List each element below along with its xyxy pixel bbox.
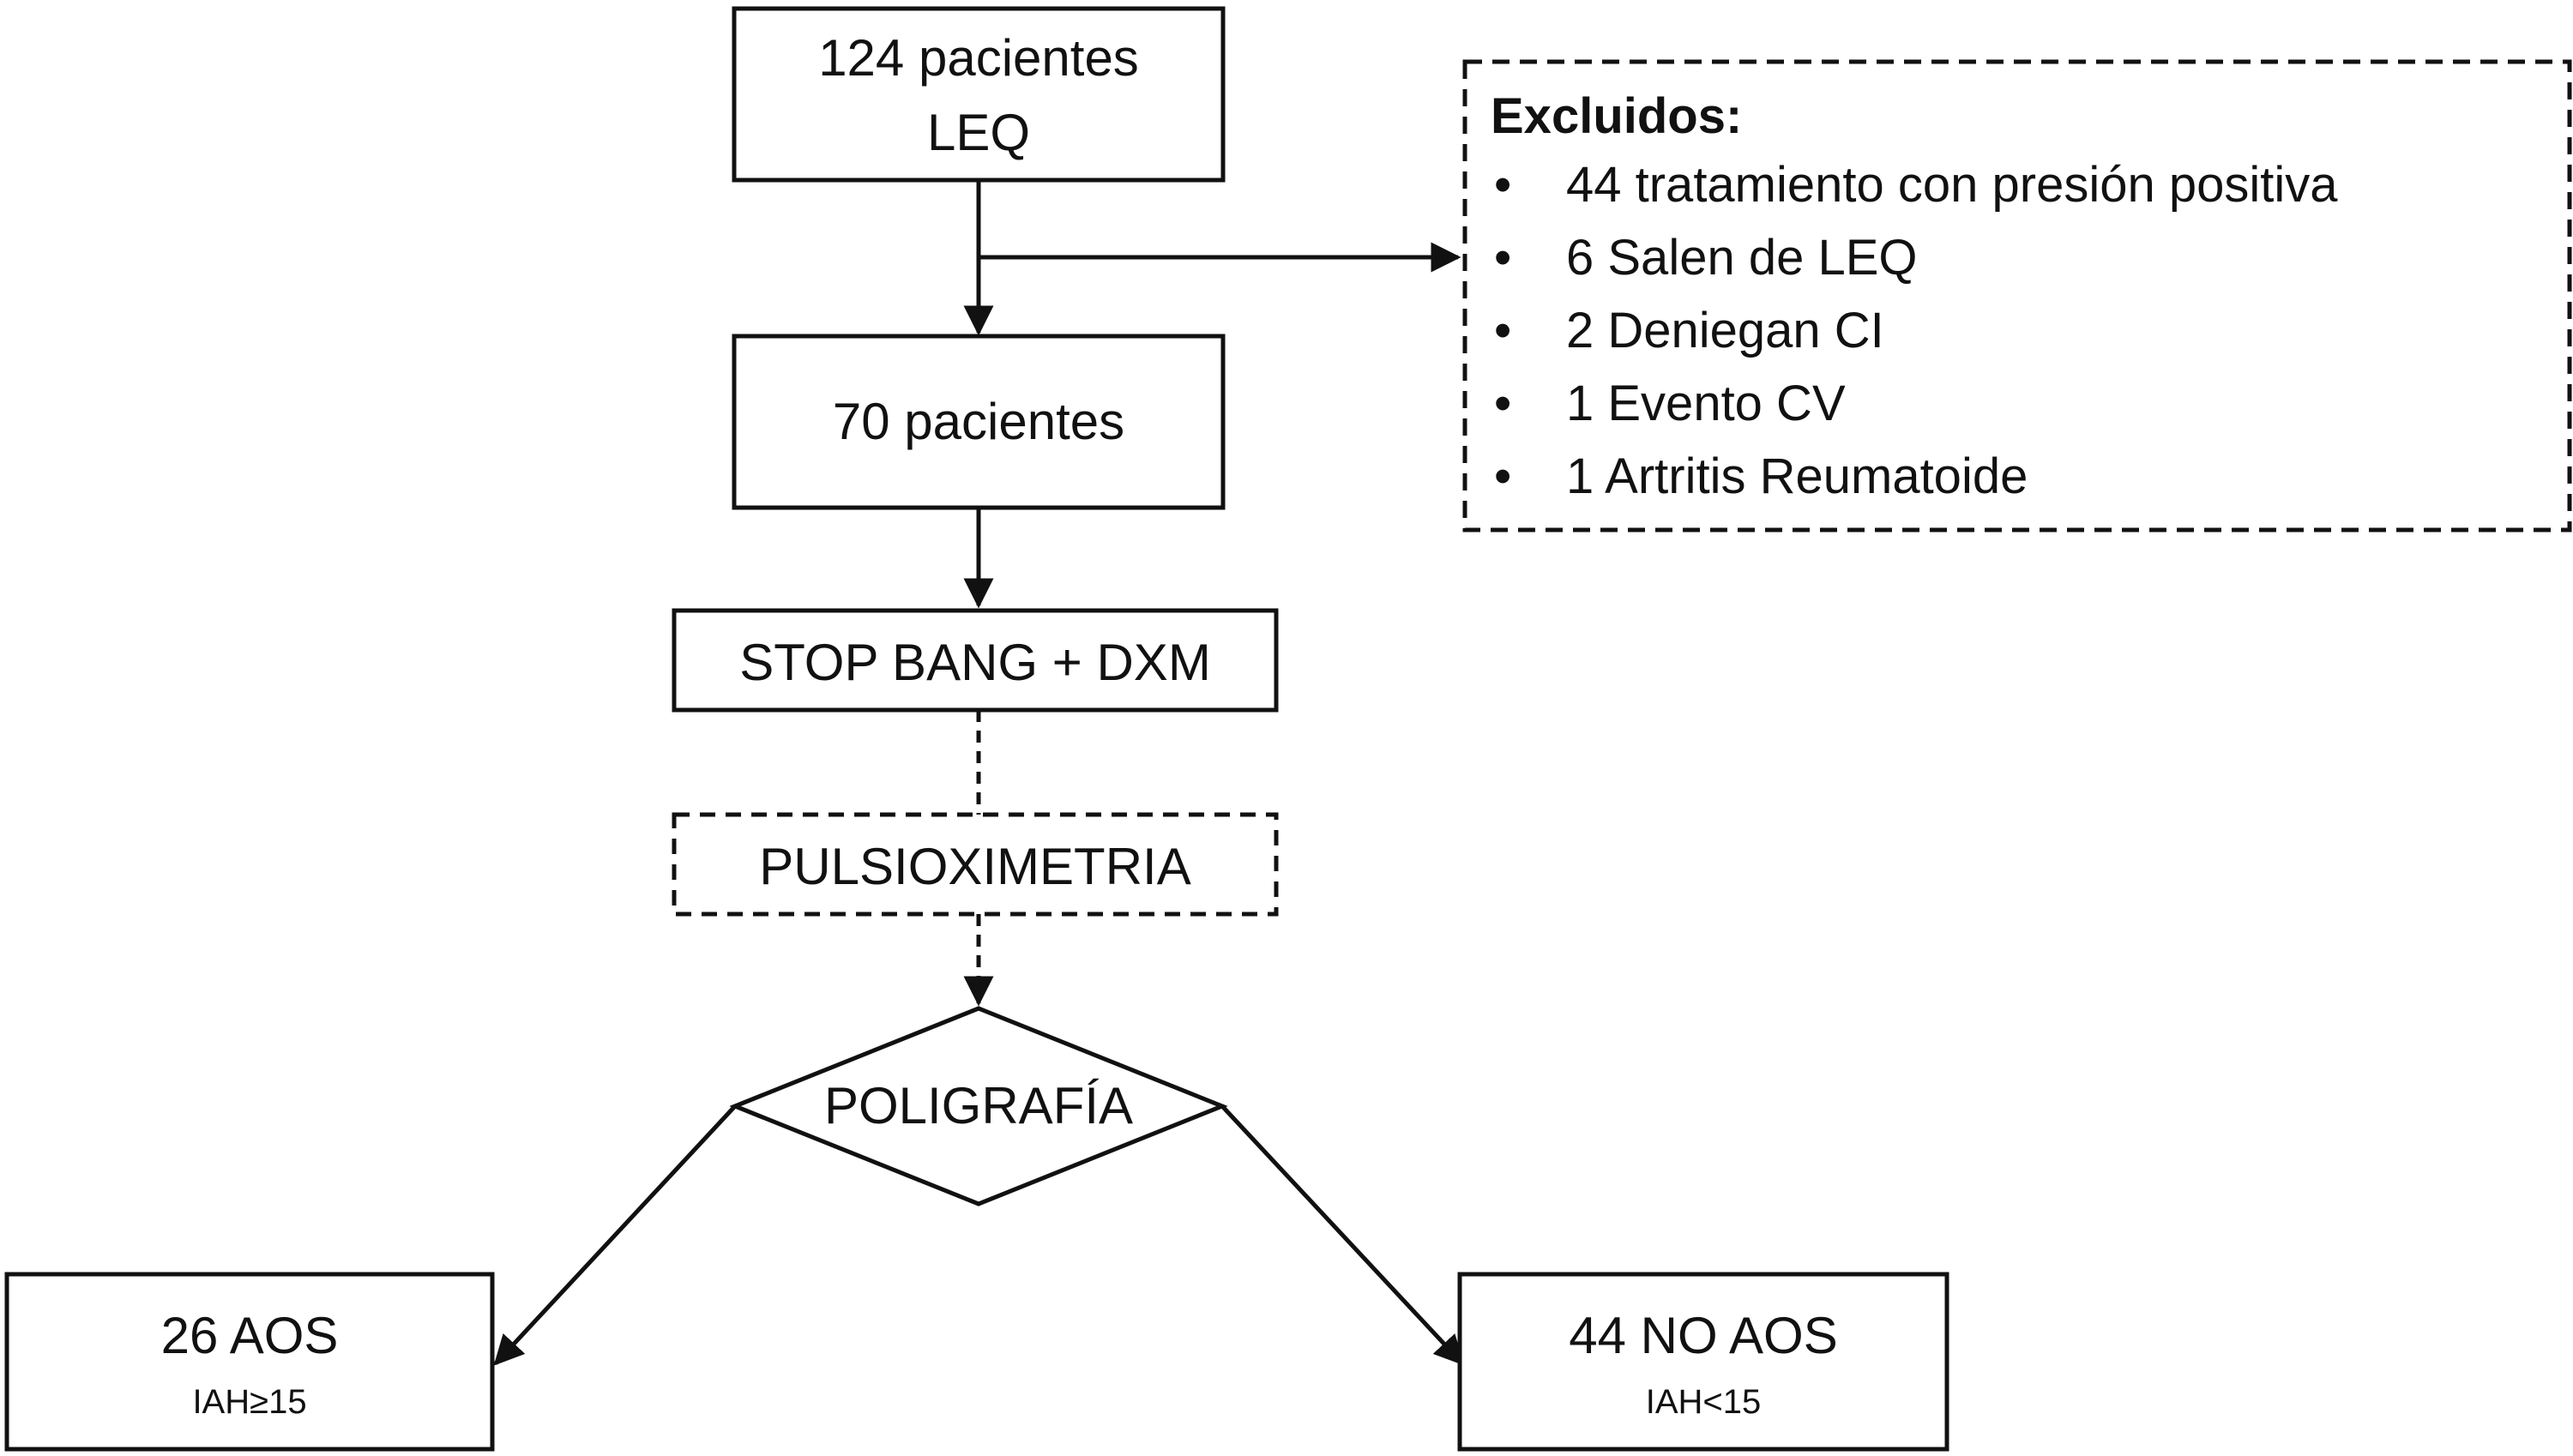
excluded-box-border — [1462, 59, 2572, 532]
polygraphy-label: POLIGRAFÍA — [824, 1077, 1133, 1134]
oximetry-box-label: PULSIOXIMETRIA — [759, 838, 1190, 895]
excluded-bullet: • — [1494, 303, 1511, 358]
excluded-box: Excluidos: • 44 tratamiento con presión … — [1462, 59, 2572, 532]
aos-box-label: 26 AOS — [161, 1307, 339, 1364]
screening-box-border — [672, 608, 1279, 713]
included-box-label: 70 pacientes — [833, 393, 1124, 450]
start-box: 124 pacientes LEQ — [732, 6, 1226, 183]
excluded-item: 2 Deniegan CI — [1566, 303, 1884, 358]
excluded-item: 44 tratamiento con presión positiva — [1566, 157, 2338, 213]
included-box: 70 pacientes — [732, 334, 1226, 510]
oximetry-box: PULSIOXIMETRIA — [672, 812, 1279, 917]
excluded-item: 6 Salen de LEQ — [1566, 230, 1918, 286]
start-box-line1: 124 pacientes — [818, 29, 1139, 87]
screening-box-label: STOP BANG + DXM — [739, 634, 1211, 691]
no-aos-box-sublabel: IAH<15 — [1646, 1383, 1762, 1421]
aos-box-sublabel: IAH≥15 — [192, 1383, 306, 1421]
excluded-bullet: • — [1494, 376, 1511, 431]
no-aos-box: 44 NO AOS IAH<15 — [1457, 1272, 1949, 1452]
polygraphy-diamond-shape — [729, 1006, 1228, 1206]
no-aos-box-border — [1457, 1272, 1949, 1452]
oximetry-box-border — [672, 812, 1279, 917]
excluded-item: 1 Evento CV — [1566, 376, 1846, 431]
start-box-line2: LEQ — [927, 104, 1030, 161]
screening-box: STOP BANG + DXM — [672, 608, 1279, 713]
aos-box-border — [4, 1272, 495, 1452]
aos-box: 26 AOS IAH≥15 — [4, 1272, 495, 1452]
excluded-bullet: • — [1494, 157, 1511, 213]
excluded-item: 1 Artritis Reumatoide — [1566, 448, 2028, 504]
connector-polygraphy-to-aos — [493, 1104, 737, 1366]
excluded-bullet: • — [1494, 448, 1511, 504]
polygraphy-diamond: POLIGRAFÍA — [729, 1006, 1228, 1206]
included-box-border — [732, 334, 1226, 510]
start-box-border — [732, 6, 1226, 183]
excluded-bullet: • — [1494, 230, 1511, 286]
connector-polygraphy-to-no-aos — [1220, 1104, 1465, 1366]
excluded-title: Excluidos: — [1491, 88, 1742, 144]
no-aos-box-label: 44 NO AOS — [1569, 1307, 1837, 1364]
